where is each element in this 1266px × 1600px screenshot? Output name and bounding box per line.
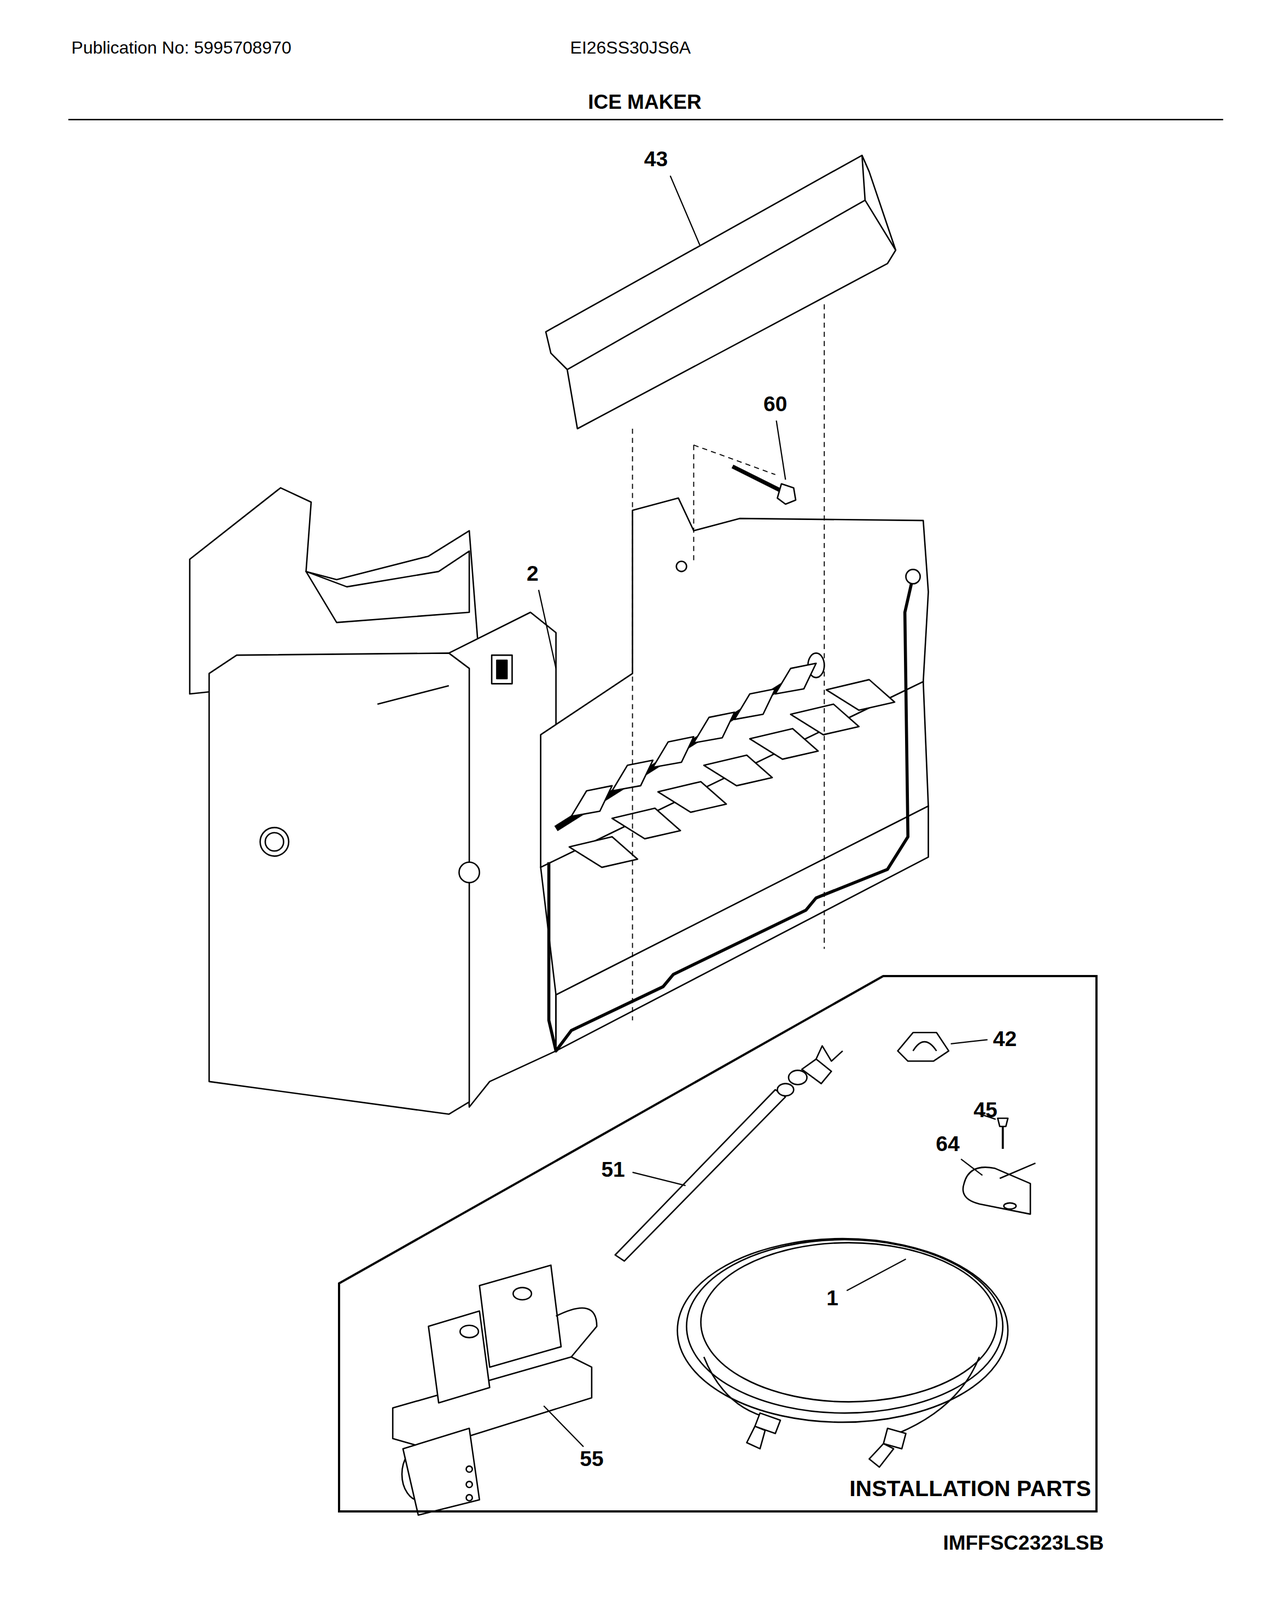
- ejector-fingers: [556, 652, 895, 868]
- ice-mold: [540, 498, 929, 1052]
- water-valve: [392, 1265, 597, 1516]
- header-rule: [68, 118, 1224, 121]
- tube-clamp: [963, 1163, 1036, 1215]
- model-number: EI26SS30JS6A: [570, 38, 692, 58]
- diagram-code: IMFFSC2323LSB: [942, 1531, 1104, 1555]
- box-outline: [336, 973, 1099, 1514]
- assembly-lines: [632, 304, 825, 1021]
- box-heading: INSTALLATION PARTS: [849, 1475, 1092, 1502]
- shutoff-arm: [549, 576, 914, 1051]
- screw: [997, 1118, 1008, 1149]
- fill-tube: [615, 1046, 843, 1262]
- callout-number: 2: [526, 561, 539, 586]
- publication-number: Publication No: 5995708970: [71, 38, 292, 58]
- callout-number: 1: [826, 1286, 839, 1310]
- page-title: ICE MAKER: [587, 90, 702, 114]
- control-housing: [189, 487, 557, 1114]
- water-line-coil: [677, 1238, 1008, 1468]
- ice-mold-cover: [545, 155, 896, 429]
- callout-number: 42: [993, 1027, 1017, 1051]
- callout-number: 60: [763, 392, 787, 417]
- callout-number: 45: [973, 1098, 997, 1123]
- mounting-screw: [732, 466, 796, 505]
- callout-number: 64: [935, 1132, 960, 1156]
- callout-number: 55: [579, 1447, 604, 1472]
- clip: [897, 1032, 949, 1061]
- installation-parts-box: INSTALLATION PARTS: [336, 973, 1099, 1514]
- callout-number: 43: [644, 147, 668, 172]
- box-border: [339, 976, 1097, 1512]
- callout-number: 51: [601, 1157, 625, 1182]
- leader-lines: [538, 175, 996, 1447]
